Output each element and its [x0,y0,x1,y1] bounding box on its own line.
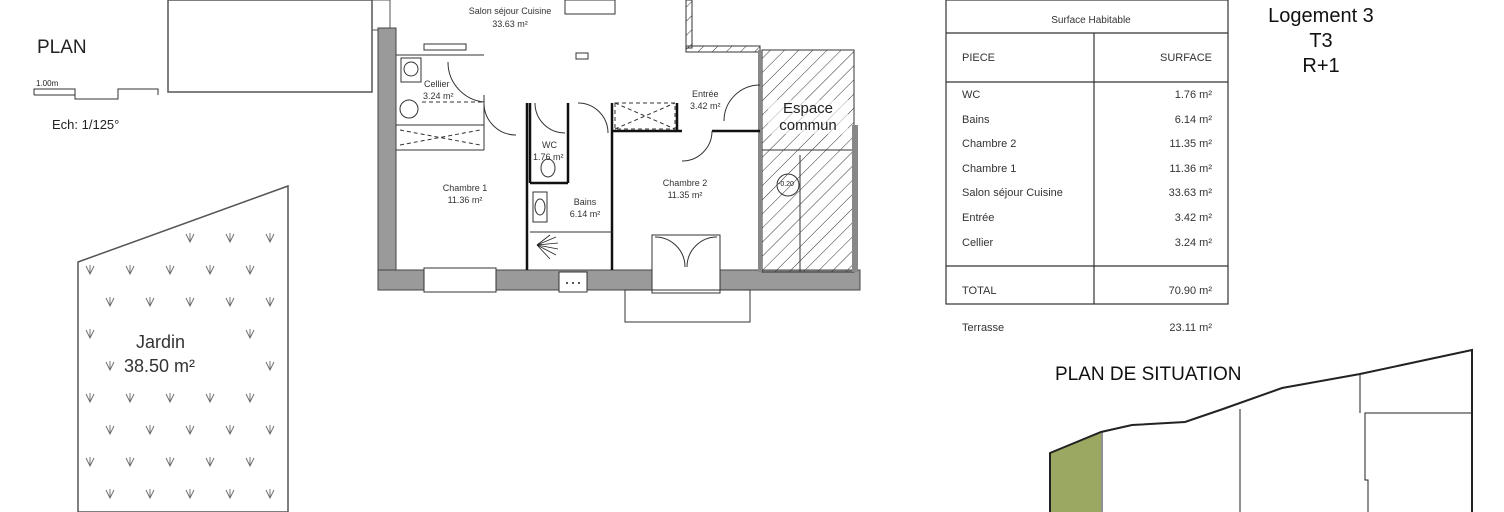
grass-symbol [165,393,175,404]
jardin-outline [77,184,289,512]
table-row-piece: Cellier [962,236,994,249]
situation-map [1049,348,1473,512]
grass-symbol [225,233,235,244]
table-lines [945,0,1229,305]
grass-symbol [205,393,215,404]
grass-symbol [265,489,275,500]
grass-symbol [165,457,175,468]
table-row-surface: 3.24 m² [1174,236,1212,249]
table-row-piece: Entrée [962,212,995,224]
grass-symbol [145,489,155,500]
grass-symbol [265,425,275,436]
table-total-label: TOTAL [962,285,997,297]
table-row-surface: 11.35 m² [1169,138,1212,151]
partitions [525,103,760,270]
table-row-surface: 1.76 m² [1174,89,1212,101]
table-row-surface: 6.14 m² [1174,113,1212,126]
room-wc-area: 1.76 m² [533,152,564,162]
grass-symbol [265,361,275,372]
room-chambre1-area: 11.36 m² [447,195,483,205]
grass-symbol [85,457,95,468]
grass-symbol [225,489,235,500]
table-title: Surface Habitable [1051,15,1131,26]
room-chambre2-name: Chambre 2 [662,178,708,188]
room-bains-name: Bains [573,197,597,207]
grass-symbol [105,297,115,308]
terrasse-outline [624,289,751,323]
grass-symbol [245,265,255,276]
grass-symbol [105,361,115,372]
logement-level: R+1 [1302,55,1340,77]
plan-title: PLAN [37,37,87,58]
neighbor-outline [167,0,373,93]
table-header-surface: SURFACE [1160,52,1212,64]
table-row-surface: 3.42 m² [1174,212,1212,224]
grass-symbol [265,233,275,244]
situation-lot-highlight [1050,432,1101,512]
room-chambre1-name: Chambre 1 [442,183,488,193]
table-row-surface: 33.63 m² [1168,187,1212,200]
logement-name: Logement 3 [1268,5,1374,27]
grass-symbol [245,393,255,404]
grass-symbol [185,297,195,308]
grass-symbol [85,265,95,276]
grass-symbol [245,457,255,468]
grass-symbol [225,297,235,308]
terrasse-value: 23.11 m² [1169,322,1212,334]
grass-symbol [245,329,255,340]
room-entree-name: Entrée [692,89,719,99]
room-chambre2-area: 11.35 m² [667,190,703,200]
grass-symbol [265,297,275,308]
shower-icon [536,234,559,260]
grass-symbol [125,457,135,468]
logement-type: T3 [1309,30,1333,52]
table-row-surface: 11.36 m² [1169,162,1212,175]
jardin-name: Jardin [136,332,186,352]
espace-commun-area [761,49,855,273]
level-mark: -0.20 [778,181,794,188]
jardin-area: 38.50 m² [124,356,196,376]
table-header-piece: PIECE [962,52,996,64]
grass-symbol [205,265,215,276]
table-row-piece: Salon séjour Cuisine [962,187,1063,200]
grass-symbol [145,297,155,308]
scale-bar [33,88,159,100]
grass-symbol [105,425,115,436]
grass-symbol [205,457,215,468]
grass-symbol [185,233,195,244]
scale-bar-label: 1.00m [36,79,59,88]
room-entree-area: 3.42 m² [690,101,721,111]
vent-dots [566,282,580,284]
scale-label: Ech: 1/125° [52,117,120,132]
table-row-piece: Bains [962,113,990,126]
table-row-piece: WC [962,89,981,101]
grass-symbol [125,393,135,404]
espace-commun-label: Espace commun [768,100,848,134]
grass-symbols [85,233,275,500]
table-total-value: 70.90 m² [1168,285,1212,297]
room-salon-name: Salon séjour Cuisine [468,6,552,16]
table-row-piece: Chambre 2 [962,138,1017,151]
grass-symbol [185,489,195,500]
grass-symbol [105,489,115,500]
grass-symbol [185,425,195,436]
grass-symbol [85,393,95,404]
situation-title: PLAN DE SITUATION [1055,364,1242,385]
terrasse-label: Terrasse [962,322,1005,334]
grass-symbol [125,265,135,276]
walls [377,0,861,291]
room-cellier-name: Cellier [424,79,450,89]
grass-symbol [85,329,95,340]
grass-symbol [145,425,155,436]
grass-symbol [165,265,175,276]
room-cellier-area: 3.24 m² [423,91,454,101]
room-salon-area: 33.63 m² [492,19,528,29]
room-bains-area: 6.14 m² [569,209,601,219]
room-wc-name: WC [542,140,557,150]
grass-symbol [225,425,235,436]
table-row-piece: Chambre 1 [962,162,1017,175]
